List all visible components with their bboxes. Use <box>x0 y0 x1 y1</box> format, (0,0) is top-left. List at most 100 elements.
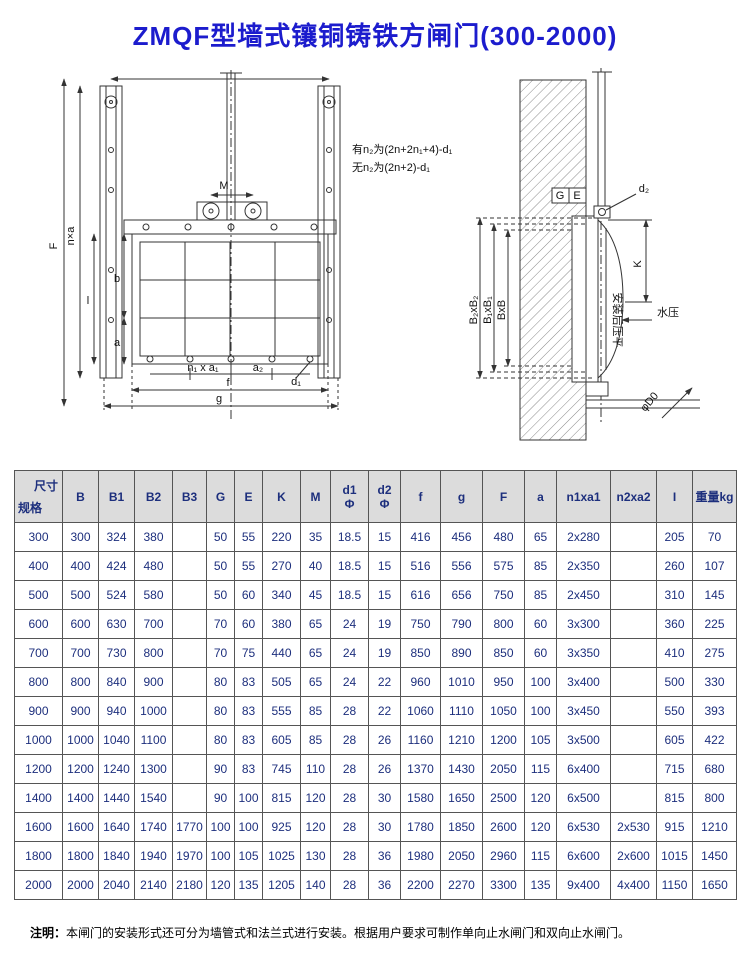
data-cell: 790 <box>440 609 483 639</box>
data-cell: 800 <box>692 783 737 813</box>
data-cell: 410 <box>656 638 693 668</box>
column-header: d2 Φ <box>368 470 401 523</box>
data-cell: 50 <box>206 522 235 552</box>
data-cell: 4x400 <box>610 870 657 900</box>
spec-cell: 900 <box>14 696 63 726</box>
data-cell: 575 <box>482 551 525 581</box>
column-header: B <box>62 470 99 523</box>
data-cell: 90 <box>206 754 235 784</box>
data-cell: 145 <box>692 580 737 610</box>
data-cell: 60 <box>234 580 263 610</box>
data-cell: 19 <box>368 609 401 639</box>
dim-label-B1xB1: B₁xB₁ <box>482 296 494 324</box>
data-cell: 28 <box>330 841 369 871</box>
data-cell: 6x600 <box>556 841 611 871</box>
page-title: ZMQF型墙式镶铜铸铁方闸门(300-2000) <box>132 21 618 51</box>
data-cell <box>610 667 657 697</box>
data-cell: 75 <box>234 638 263 668</box>
dim-label-B2xB2: B₂xB₂ <box>468 296 480 325</box>
data-cell: 1400 <box>62 783 99 813</box>
data-cell: 840 <box>98 667 135 697</box>
spec-cell: 1600 <box>14 812 63 842</box>
data-cell: 100 <box>234 783 263 813</box>
data-cell: 750 <box>400 609 441 639</box>
dim-label-d2: d₂ <box>639 183 649 195</box>
data-cell: 1850 <box>440 812 483 842</box>
data-cell: 605 <box>656 725 693 755</box>
data-cell: 750 <box>482 580 525 610</box>
data-cell: 324 <box>98 522 135 552</box>
data-cell <box>172 551 207 581</box>
data-cell: 65 <box>300 638 331 668</box>
data-cell: 70 <box>692 522 737 552</box>
data-cell: 205 <box>656 522 693 552</box>
data-cell: 85 <box>524 580 557 610</box>
data-cell: 70 <box>206 638 235 668</box>
data-cell: 65 <box>524 522 557 552</box>
data-cell: 120 <box>300 812 331 842</box>
spec-cell: 1800 <box>14 841 63 871</box>
data-cell: 36 <box>368 870 401 900</box>
data-cell: 60 <box>524 638 557 668</box>
dim-label-F: F <box>48 242 60 249</box>
data-cell: 2200 <box>400 870 441 900</box>
data-cell: 26 <box>368 754 401 784</box>
data-cell: 2040 <box>98 870 135 900</box>
data-cell: 6x530 <box>556 812 611 842</box>
data-cell: 28 <box>330 696 369 726</box>
data-cell: 556 <box>440 551 483 581</box>
data-cell: 1600 <box>62 812 99 842</box>
data-cell: 1200 <box>62 754 99 784</box>
spec-cell: 700 <box>14 638 63 668</box>
install-flat-label: 安装后压平 <box>611 293 625 348</box>
side-view-drawing <box>476 68 700 441</box>
data-cell: 83 <box>234 696 263 726</box>
data-cell: 422 <box>692 725 737 755</box>
spec-cell: 500 <box>14 580 63 610</box>
data-cell: 1210 <box>440 725 483 755</box>
data-cell: 600 <box>62 609 99 639</box>
data-cell: 500 <box>656 667 693 697</box>
column-header: E <box>234 470 263 523</box>
footnote-label: 注明： <box>30 926 67 940</box>
data-cell: 960 <box>400 667 441 697</box>
data-cell: 524 <box>98 580 135 610</box>
spec-cell: 1200 <box>14 754 63 784</box>
data-cell: 2000 <box>62 870 99 900</box>
data-cell: 505 <box>262 667 301 697</box>
data-cell: 680 <box>692 754 737 784</box>
data-cell: 416 <box>400 522 441 552</box>
data-cell: 3x350 <box>556 638 611 668</box>
data-cell: 140 <box>300 870 331 900</box>
data-cell: 1150 <box>656 870 693 900</box>
data-cell: 55 <box>234 551 263 581</box>
data-cell: 630 <box>98 609 135 639</box>
data-cell: 890 <box>440 638 483 668</box>
data-cell: 2180 <box>172 870 207 900</box>
data-cell: 36 <box>368 841 401 871</box>
data-cell: 24 <box>330 667 369 697</box>
data-cell: 30 <box>368 783 401 813</box>
data-cell: 900 <box>62 696 99 726</box>
data-cell <box>610 783 657 813</box>
data-cell: 1440 <box>98 783 135 813</box>
data-cell: 1650 <box>692 870 737 900</box>
data-cell: 2x600 <box>610 841 657 871</box>
dim-label-l: l <box>87 295 89 307</box>
column-header: 重量kg <box>692 470 737 523</box>
spec-cell: 2000 <box>14 870 63 900</box>
data-cell: 3300 <box>482 870 525 900</box>
data-cell: 2960 <box>482 841 525 871</box>
data-cell: 925 <box>262 812 301 842</box>
drawing-note-1: 有n₂为(2n+2n₁+4)-d₁ <box>352 142 453 156</box>
dim-label-D0: φD0 <box>638 390 661 414</box>
data-cell: 480 <box>134 551 173 581</box>
data-cell: 2050 <box>440 841 483 871</box>
column-header: I <box>656 470 693 523</box>
data-cell: 2x530 <box>610 812 657 842</box>
